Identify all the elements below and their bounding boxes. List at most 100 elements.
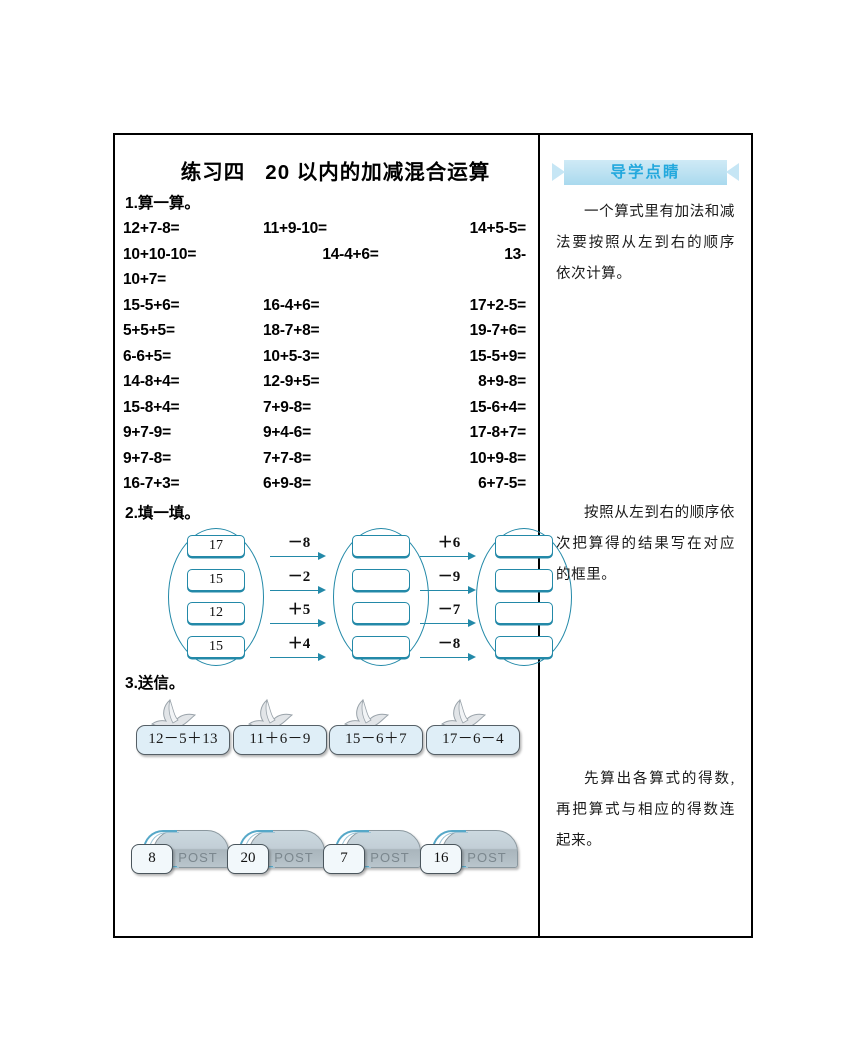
operation-label: －9 [437,568,461,585]
letter-expression[interactable]: 11＋6－9 [233,724,327,755]
calc-item: 9+7-8= [123,449,171,467]
calc-item: 7+9-8= [263,398,311,416]
calc-item: 7+7-8= [263,449,311,467]
calc-item: 15-5+9= [469,347,527,365]
calc-row: 10+7= [123,267,530,293]
arrow-right-icon [420,586,478,595]
tips-title: 导学点睛 [610,164,681,181]
letter-card-group[interactable]: 11＋6－9 [233,697,329,767]
input-box[interactable]: 12 [187,601,245,624]
operation-label: －7 [437,601,461,618]
calc-item: 6+9-8= [263,475,311,492]
calc-item: 10+10-10= [123,245,197,263]
mailbox-row: POST 8 POST 20 POST 7 POST [123,824,530,884]
arrow-right-icon [420,619,478,628]
arrow-right-icon [270,586,328,595]
input-box[interactable]: 15 [187,635,245,658]
calculation-list: 12+7-8= 11+9-10= 14+5-5= 10+10-10= 14-4+… [123,216,530,497]
section-heading-mail: 3.送信。 [125,674,185,692]
calc-row: 15-8+4= 7+9-8= 15-6+4= [123,395,530,421]
oval-group-middle [333,527,429,666]
mailbox-number[interactable]: 8 [131,843,173,874]
answer-box[interactable] [352,601,410,624]
section-heading-calc: 1.算一算。 [125,195,200,212]
mailbox-group[interactable]: POST 7 [323,824,427,882]
operation-label: ＋6 [437,534,461,551]
mailbox-number[interactable]: 20 [227,843,269,874]
letter-expression[interactable]: 12－5＋13 [136,724,230,755]
letter-card-group[interactable]: 15－6＋7 [329,697,425,767]
letter-expression[interactable]: 17－6－4 [426,724,520,755]
mailbox-label: POST [274,849,314,865]
calc-item: 14+5-5= [469,220,527,237]
input-box[interactable]: 17 [187,534,245,557]
arrow-right-icon [420,552,478,561]
tips-banner: 导学点睛 [550,160,741,185]
operation-step: －8 [413,635,485,662]
calc-item: 15-5+6= [123,296,180,314]
letter-card-group[interactable]: 17－6－4 [426,697,522,767]
calc-item: 17+2-5= [469,296,527,314]
arrow-right-icon [420,653,478,662]
calc-item: 17-8+7= [469,424,527,441]
letter-expression[interactable]: 15－6＋7 [329,724,423,755]
operation-label: －8 [437,635,461,652]
mailbox-number[interactable]: 7 [323,843,365,874]
mailbox-group[interactable]: POST 20 [227,824,331,882]
exercise-column: 练习四 20 以内的加减混合运算 1.算一算。 12+7-8= 11+9-10=… [115,135,572,936]
calc-item: 12-9+5= [263,373,320,390]
arrow-right-icon [270,552,328,561]
calc-row: 9+7-8= 7+7-8= 10+9-8= [123,446,530,472]
mailbox-group[interactable]: POST 8 [131,824,235,882]
mailbox-number[interactable]: 16 [420,843,462,874]
page-title: 练习四 20 以内的加减混合运算 [180,161,491,184]
calc-item: 11+9-10= [263,220,327,237]
calc-item: 10+7= [123,271,166,288]
operation-label: ＋5 [287,601,311,618]
calc-row: 6-6+5= 10+5-3= 15-5+9= [123,344,530,370]
input-box[interactable]: 15 [187,568,245,591]
worksheet-page: 练习四 20 以内的加减混合运算 1.算一算。 12+7-8= 11+9-10=… [113,133,753,938]
calc-row: 10+10-10= 14-4+6= 13- [123,242,530,268]
calc-row: 9+7-9= 9+4-6= 17-8+7= [123,420,530,446]
calc-item: 6-6+5= [123,347,171,365]
dove-icon [248,698,294,728]
calc-item: 14-8+4= [123,373,180,390]
answer-box[interactable] [495,534,553,557]
calc-item: 13- [504,245,526,263]
banner-background [564,160,727,185]
flow-diagram: 17 15 12 15 －8 －2 [123,526,572,668]
answer-box[interactable] [495,601,553,624]
calc-item: 5+5+5= [123,322,175,339]
chevron-right-icon [552,163,565,181]
calc-row: 16-7+3= 6+9-8= 6+7-5= [123,471,530,497]
answer-box[interactable] [352,635,410,658]
answer-box[interactable] [352,568,410,591]
calc-row: 14-8+4= 12-9+5= 8+9-8= [123,369,530,395]
answer-box[interactable] [352,534,410,557]
oval-group-output [476,527,572,666]
mailbox-label: POST [467,849,507,865]
answer-box[interactable] [495,635,553,658]
operation-label: －2 [287,568,311,585]
calc-item: 10+9-8= [469,449,527,467]
operation-step: －7 [413,601,485,628]
section-heading-fill: 2.填一填。 [125,504,200,522]
answer-box[interactable] [495,568,553,591]
tips-column: 导学点睛 一个算式里有加法和减法要按照从左到右的顺序依次计算。 按照从左到右的顺… [540,135,751,936]
calc-item: 16-4+6= [263,296,320,314]
calc-item: 16-7+3= [123,475,180,492]
operation-step: －9 [413,568,485,595]
calc-item: 12+7-8= [123,220,180,237]
letter-card-group[interactable]: 12－5＋13 [136,697,232,767]
mailbox-label: POST [370,849,410,865]
calc-item: 8+9-8= [478,373,526,390]
oval-group-input [168,527,264,666]
operation-step: －2 [263,568,335,595]
mailbox-label: POST [178,849,218,865]
arrow-right-icon [270,619,328,628]
mailbox-group[interactable]: POST 16 [420,824,524,882]
tip-text: 先算出各算式的得数,再把算式与相应的得数连起来。 [556,771,735,849]
operation-step: －8 [263,535,335,561]
dove-icon [151,698,197,728]
